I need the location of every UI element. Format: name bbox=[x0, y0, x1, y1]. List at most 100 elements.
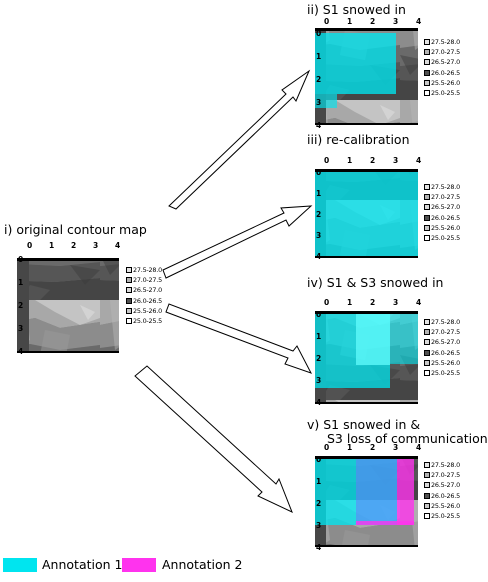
column-tick-label: 3 bbox=[393, 156, 399, 165]
legend-entry: 25.5-26.0 bbox=[424, 359, 460, 367]
legend-range-label: 25.0-25.5 bbox=[431, 369, 460, 377]
column-tick-label: 4 bbox=[416, 17, 422, 26]
legend-entry: 26.5-27.0 bbox=[424, 481, 460, 489]
column-tick-label: 3 bbox=[93, 241, 99, 250]
column-tick-label: 0 bbox=[324, 17, 330, 26]
legend-entry: 27.0-27.5 bbox=[424, 193, 460, 201]
legend-swatch bbox=[424, 214, 430, 221]
row-tick-label: 2 bbox=[316, 210, 322, 219]
annotation-2-region bbox=[356, 521, 414, 525]
legend-entry: 25.0-25.5 bbox=[424, 512, 460, 520]
original-contour-map bbox=[17, 258, 119, 353]
legend-swatch bbox=[424, 90, 430, 96]
column-tick-label: 3 bbox=[393, 298, 399, 307]
annotation-1-region bbox=[356, 314, 390, 365]
map-re-calibration bbox=[315, 169, 418, 258]
legend-range-label: 26.0-26.5 bbox=[133, 296, 162, 305]
legend-range-label: 27.0-27.5 bbox=[431, 328, 460, 337]
column-tick-label: 2 bbox=[370, 443, 376, 452]
legend-swatch bbox=[424, 370, 430, 376]
legend-swatch bbox=[424, 184, 430, 190]
column-tick-label: 0 bbox=[27, 241, 33, 250]
legend-swatch bbox=[126, 287, 132, 294]
legend-swatch bbox=[424, 69, 430, 76]
legend-range-label: 27.5-28.0 bbox=[133, 266, 162, 274]
legend-swatch bbox=[126, 297, 132, 304]
row-tick-label: 4 bbox=[316, 121, 322, 130]
legend-swatch bbox=[424, 59, 430, 66]
annotation-1-region bbox=[315, 33, 396, 94]
legend-range-label: 25.5-26.0 bbox=[431, 78, 460, 87]
column-tick-label: 2 bbox=[370, 298, 376, 307]
legend-entry: 26.5-27.0 bbox=[424, 58, 460, 66]
column-tick-label: 4 bbox=[416, 298, 422, 307]
legend-range-label: 27.0-27.5 bbox=[133, 276, 162, 285]
column-tick-label: 1 bbox=[49, 241, 55, 250]
column-tick-label: 4 bbox=[416, 443, 422, 452]
row-tick-label: 2 bbox=[316, 499, 322, 508]
legend-range-label: 26.5-27.0 bbox=[133, 286, 162, 295]
diagram-canvas bbox=[17, 28, 418, 547]
legend-entry: 27.5-28.0 bbox=[424, 38, 460, 46]
legend-swatch bbox=[424, 339, 430, 346]
column-tick-label: 4 bbox=[416, 156, 422, 165]
row-tick-label: 0 bbox=[316, 455, 322, 464]
row-tick-label: 3 bbox=[18, 324, 24, 333]
title-s1-s3-snowed-in: iv) S1 & S3 snowed in bbox=[307, 275, 444, 290]
legend-range-label: 25.5-26.0 bbox=[431, 358, 460, 367]
legend-swatch bbox=[424, 462, 430, 468]
bottom-axis-bar bbox=[315, 123, 418, 125]
legend-range-label: 26.5-27.0 bbox=[431, 338, 460, 347]
legend-entry: 25.0-25.5 bbox=[424, 369, 460, 377]
column-tick-label: 1 bbox=[347, 156, 353, 165]
column-tick-label: 1 bbox=[347, 443, 353, 452]
contour-image bbox=[29, 261, 119, 351]
legend-entry: 26.5-27.0 bbox=[424, 338, 460, 346]
top-axis-bar bbox=[315, 169, 418, 172]
column-tick-label: 2 bbox=[370, 17, 376, 26]
row-tick-label: 4 bbox=[316, 543, 322, 552]
row-tick-label: 4 bbox=[316, 398, 322, 407]
row-tick-label: 1 bbox=[316, 477, 322, 486]
column-tick-label: 0 bbox=[324, 298, 330, 307]
row-tick-label: 0 bbox=[18, 255, 24, 264]
row-tick-label: 1 bbox=[316, 332, 322, 341]
legend-swatch bbox=[424, 79, 430, 86]
legend-swatch bbox=[424, 513, 430, 519]
annotation-1-region bbox=[315, 94, 337, 108]
map-s1-s3-snowed-in bbox=[315, 311, 418, 404]
legend-entry: 27.0-27.5 bbox=[424, 471, 460, 479]
top-axis-bar bbox=[17, 258, 119, 261]
legend-range-label: 26.5-27.0 bbox=[431, 58, 460, 67]
column-tick-label: 0 bbox=[324, 443, 330, 452]
top-axis-bar bbox=[315, 456, 418, 459]
row-tick-label: 2 bbox=[316, 75, 322, 84]
arrow-to-re-calibration bbox=[162, 205, 313, 279]
annotation-2-region bbox=[397, 459, 414, 525]
annotation-2-label: Annotation 2 bbox=[162, 557, 243, 572]
legend-range-label: 26.5-27.0 bbox=[431, 203, 460, 212]
legend-entry: 25.5-26.0 bbox=[126, 307, 162, 315]
legend-range-label: 26.0-26.5 bbox=[431, 68, 460, 77]
left-edge bbox=[17, 261, 29, 351]
row-tick-label: 1 bbox=[316, 189, 322, 198]
legend-swatch bbox=[126, 318, 132, 324]
legend-swatch bbox=[424, 482, 430, 489]
arrow-to-s1-snowed-s3-loss bbox=[134, 365, 293, 513]
legend-range-label: 27.5-28.0 bbox=[431, 461, 460, 469]
column-tick-label: 3 bbox=[393, 443, 399, 452]
legend-range-label: 25.5-26.0 bbox=[431, 501, 460, 510]
column-tick-label: 2 bbox=[370, 156, 376, 165]
row-tick-label: 3 bbox=[316, 231, 322, 240]
legend-swatch bbox=[424, 194, 430, 201]
legend-range-label: 25.5-26.0 bbox=[133, 306, 162, 315]
arrow-to-s1-snowed-in bbox=[168, 69, 311, 210]
legend-entry: 27.5-28.0 bbox=[424, 461, 460, 469]
legend-entry: 25.0-25.5 bbox=[424, 89, 460, 97]
legend-swatch bbox=[424, 319, 430, 325]
legend-swatch bbox=[424, 349, 430, 356]
overlap-region bbox=[356, 459, 397, 525]
bottom-axis-bar bbox=[315, 545, 418, 547]
legend-entry: 26.5-27.0 bbox=[424, 203, 460, 211]
column-tick-label: 0 bbox=[324, 156, 330, 165]
